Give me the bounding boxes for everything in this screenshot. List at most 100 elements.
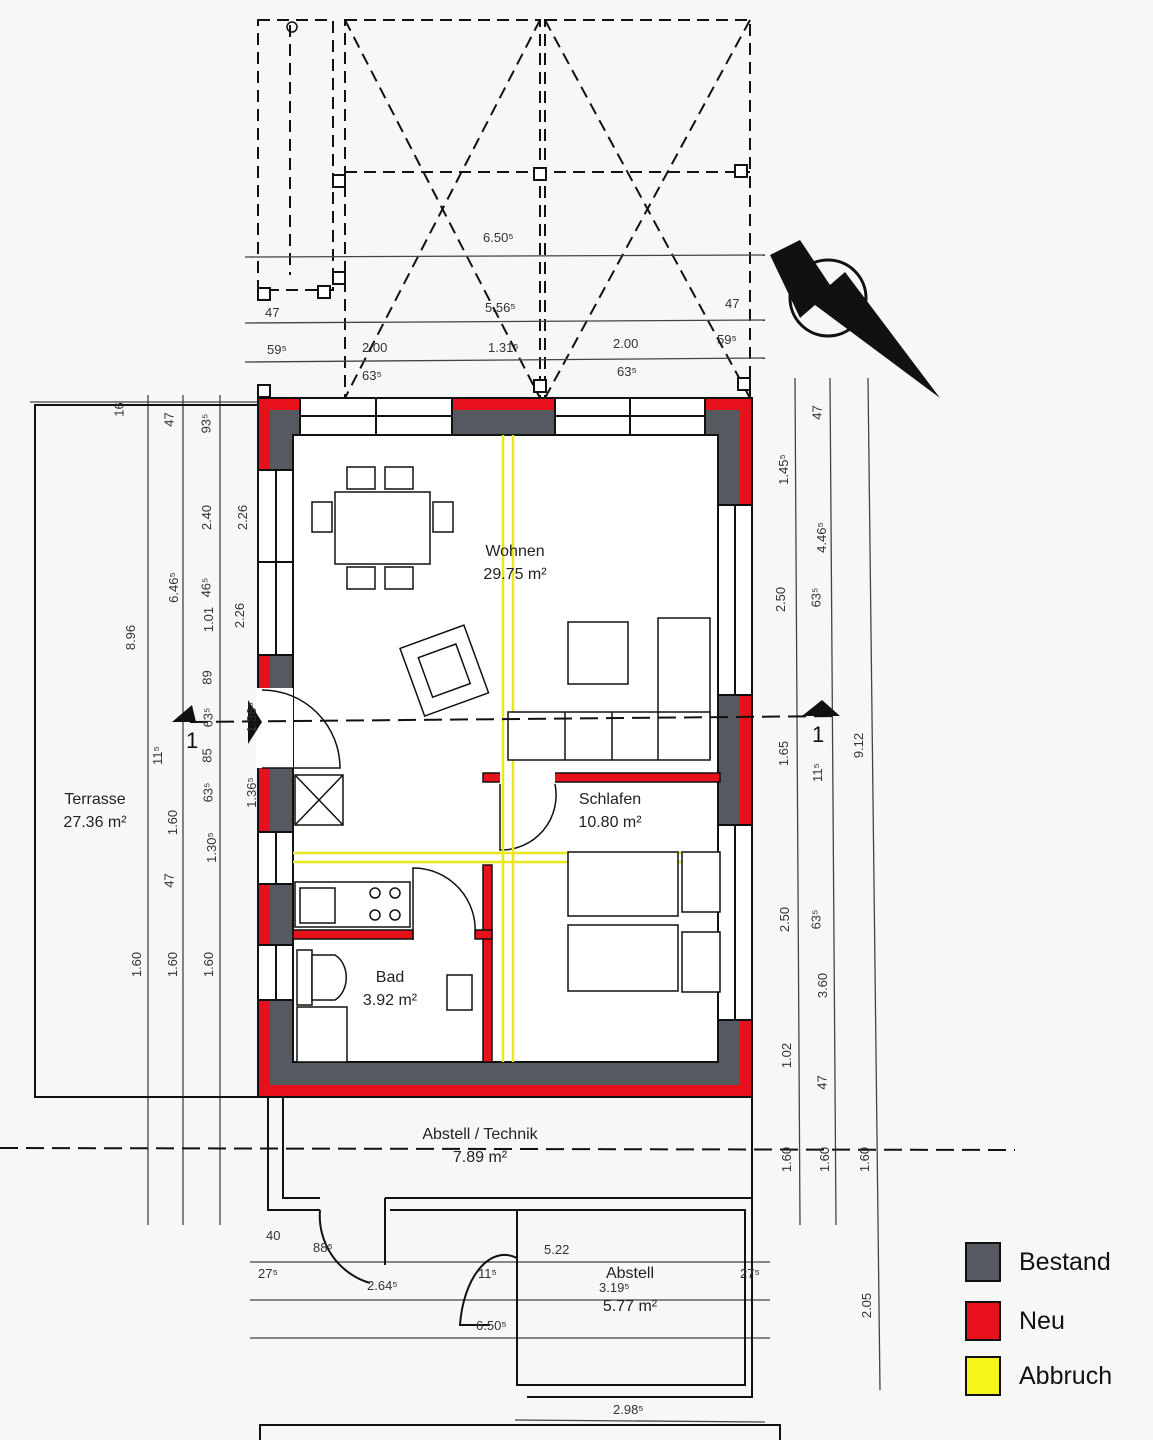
dimension-label: 47	[265, 305, 280, 320]
section-label-left: 1	[186, 728, 199, 753]
new-interior-walls	[292, 772, 721, 1063]
dimension-label: 4.46⁵	[813, 522, 829, 553]
dimension-label: 2.00	[362, 340, 388, 355]
dimension-label: 47	[161, 873, 177, 888]
dimension-label: 1.60	[165, 951, 181, 978]
dimension-label: 47	[725, 296, 740, 311]
section-lines	[0, 715, 1016, 1151]
dimension-label: 1.36⁵	[243, 702, 259, 733]
furniture	[294, 466, 721, 1063]
terrace-outline	[34, 404, 259, 1098]
dimension-label: 63⁵	[617, 364, 637, 379]
dimension-label: 2.26	[232, 602, 248, 629]
dimension-label: 16	[111, 402, 127, 417]
dimension-label: 6.46⁵	[165, 572, 181, 603]
dimension-label: 63⁵	[200, 782, 216, 803]
legend-swatch	[965, 1301, 1001, 1341]
page-edge	[259, 1424, 781, 1440]
legend-label: Abbruch	[1019, 1361, 1113, 1390]
legend-item-bestand: Bestand	[965, 1242, 1111, 1282]
posts	[257, 164, 751, 398]
post-icon	[286, 21, 298, 33]
room-name: Abstell	[605, 1265, 655, 1282]
room-area: 5.77 m²	[602, 1298, 658, 1315]
legend-item-abbruch: Abbruch	[965, 1356, 1112, 1396]
legend-label: Neu	[1019, 1306, 1065, 1335]
dimension-label: 9.12	[851, 732, 867, 759]
dimension-label: 2.00	[613, 336, 639, 351]
room-name: Abstell / Technik	[422, 1126, 538, 1143]
dimension-label: 1.02	[779, 1042, 795, 1069]
legend-swatch	[965, 1356, 1001, 1396]
room-area: 29.75 m²	[483, 566, 547, 583]
dimension-label: 46⁵	[198, 577, 214, 598]
dimension-label: 1.01	[201, 606, 217, 633]
dimension-label: 1.36⁵	[243, 777, 259, 808]
dimension-label: 89	[199, 670, 215, 685]
dimension-label: 2.98⁵	[613, 1402, 644, 1417]
dimension-label: 63⁵	[808, 587, 824, 608]
dimension-label: 11⁵	[809, 763, 825, 782]
room-area: 3.92 m²	[362, 992, 418, 1009]
room-schlafen: Schlafen 10.80 m²	[550, 788, 670, 834]
legend-item-neu: Neu	[965, 1301, 1065, 1341]
dimension-label: 6.50⁵	[476, 1318, 507, 1333]
dimension-label: 1.60	[857, 1146, 873, 1173]
room-name: Bad	[375, 969, 405, 986]
dimension-label: 27⁵	[740, 1266, 760, 1281]
dimension-label: 1.60	[129, 951, 145, 978]
dimension-label: 1.60	[817, 1146, 833, 1173]
room-abstell: Abstell 5.77 m²	[580, 1262, 680, 1318]
dimension-label: 63⁵	[200, 707, 216, 728]
dimension-label: 1.60	[201, 951, 217, 978]
dimension-label: 1.45⁵	[775, 454, 791, 485]
dimension-label: 6.50⁵	[483, 230, 514, 245]
dimension-label: 47	[809, 405, 825, 420]
windows	[256, 397, 753, 1021]
dimension-label: 27⁵	[258, 1266, 278, 1281]
dimension-label: 47	[161, 412, 177, 427]
room-abstell-technik: Abstell / Technik 7.89 m²	[390, 1123, 570, 1169]
dimension-label: 88⁵	[313, 1240, 333, 1255]
door-swings	[261, 689, 557, 940]
dimension-lines	[30, 254, 881, 1423]
dimension-label: 40	[266, 1228, 281, 1243]
dimension-label: 85	[199, 748, 215, 763]
annex-outline	[267, 1097, 753, 1398]
dimension-label: 2.26	[235, 504, 251, 531]
dimension-label: 1.60	[165, 809, 181, 836]
dimension-label: 11⁵	[478, 1266, 497, 1281]
room-bad: Bad 3.92 m²	[340, 966, 440, 1012]
legend-swatch	[965, 1242, 1001, 1282]
bedroom-door-opening	[500, 771, 555, 784]
dimension-label: 2.64⁵	[367, 1278, 398, 1293]
dimension-label: 63⁵	[808, 909, 824, 930]
room-name: Wohnen	[485, 543, 545, 560]
dimension-label: 2.40	[199, 504, 215, 531]
dimension-label: 3.19⁵	[599, 1280, 630, 1295]
dimension-label: 63⁵	[362, 368, 382, 383]
dimension-label: 1.65	[776, 740, 792, 767]
legend-label: Bestand	[1019, 1247, 1111, 1276]
room-wohnen: Wohnen 29.75 m²	[455, 540, 575, 586]
room-name: Schlafen	[578, 791, 642, 808]
room-area: 10.80 m²	[578, 814, 642, 831]
dimension-label: 8.96	[123, 624, 139, 651]
dimension-label: 5.56⁵	[485, 300, 516, 315]
room-area: 7.89 m²	[452, 1149, 508, 1166]
dimension-label: 59⁵	[717, 332, 737, 347]
section-marker-icon	[172, 700, 840, 744]
dimension-label: 11⁵	[149, 746, 165, 765]
dimension-label: 1.60	[779, 1146, 795, 1173]
dimension-label: 1.31⁵	[488, 340, 519, 355]
room-area: 27.36 m²	[63, 814, 127, 831]
dimension-label: 93⁵	[198, 413, 214, 434]
dimension-label: 2.05	[859, 1292, 875, 1319]
dimension-label: 2.50	[777, 906, 793, 933]
section-label-right: 1	[812, 722, 825, 747]
dimension-label: 59⁵	[267, 342, 287, 357]
dimension-label: 3.60	[815, 972, 831, 999]
